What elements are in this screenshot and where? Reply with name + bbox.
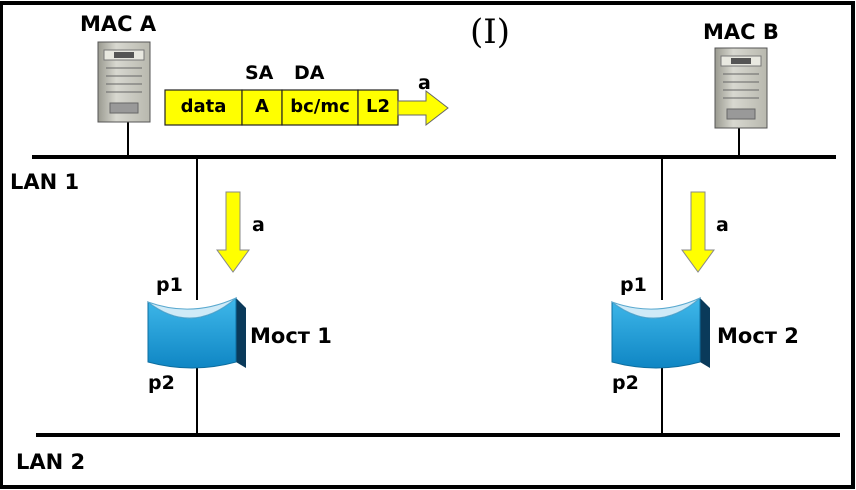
bridge1-port2-label: p2: [148, 372, 175, 394]
packet-arrow-label: a: [418, 72, 431, 94]
packet-field-da-text: bc/mc: [290, 96, 350, 117]
packet-field-l2-text: L2: [366, 96, 390, 117]
mac-b-label: MAC B: [703, 20, 779, 44]
down-arrow-icon-bridge2: [681, 191, 715, 273]
bridge2-port1-label: p1: [620, 274, 647, 296]
bridge2-port2-label: p2: [612, 372, 639, 394]
lan2-label: LAN 2: [16, 450, 86, 474]
packet-da-header: DA: [294, 62, 325, 84]
bridge2-label: Мост 2: [717, 324, 799, 348]
bridge1-label: Мост 1: [250, 324, 332, 348]
diagram-title: (I): [470, 12, 510, 52]
packet-field-da: [281, 89, 359, 126]
mac-b-server-icon: [714, 47, 768, 129]
frame-packet: [164, 89, 449, 127]
down-arrow-icon-bridge1: [216, 191, 250, 273]
packet-field-data: [164, 89, 243, 126]
bridge1-port1-label: p1: [156, 274, 183, 296]
bridge1-icon: [147, 296, 246, 369]
mac-a-label: MAC A: [80, 12, 157, 36]
bridge1-arrow-label: a: [252, 214, 265, 236]
lan1-label: LAN 1: [10, 170, 80, 194]
mac-a-server-icon: [97, 41, 151, 123]
bridge2-arrow-label: a: [716, 214, 729, 236]
packet-direction-arrow-icon: [397, 89, 449, 127]
packet-field-sa-text: A: [255, 96, 269, 117]
packet-field-l2: [357, 89, 399, 126]
packet-field-sa: [241, 89, 283, 126]
packet-field-data-text: data: [180, 96, 227, 117]
packet-sa-header: SA: [245, 62, 274, 84]
bridge2-icon: [611, 296, 710, 369]
